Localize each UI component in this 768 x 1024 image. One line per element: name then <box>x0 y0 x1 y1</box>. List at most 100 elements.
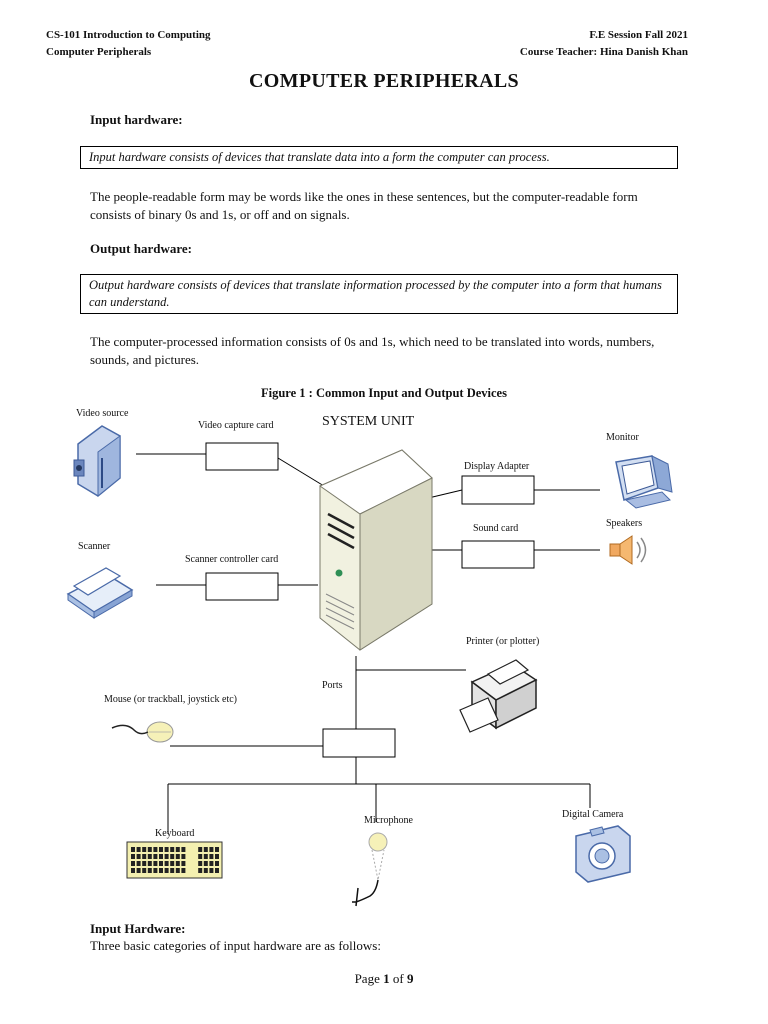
keyboard-key <box>215 868 219 873</box>
page-title: COMPUTER PERIPHERALS <box>249 70 519 92</box>
keyboard-key <box>203 854 208 859</box>
label-monitor: Monitor <box>606 432 639 443</box>
keyboard-key <box>175 861 180 866</box>
keyboard-key <box>181 861 186 866</box>
output-paragraph: The computer-processed information consi… <box>90 334 655 367</box>
scanner-controller-card-box <box>205 572 279 601</box>
footer-page-current: 1 <box>383 971 390 986</box>
keyboard-key <box>147 861 152 866</box>
keyboard-key <box>215 861 219 866</box>
peripherals-diagram: SYSTEM UNIT Video source Video capture c… <box>66 408 673 907</box>
system-unit-icon <box>318 449 433 651</box>
scanner-icon <box>66 567 134 619</box>
label-display-adapter: Display Adapter <box>464 461 530 472</box>
printer-icon <box>459 659 538 733</box>
label-ports: Ports <box>322 680 343 691</box>
output-definition-box: Output hardware consists of devices that… <box>80 274 678 314</box>
input-definition-box: Input hardware consists of devices that … <box>80 146 678 169</box>
keyboard-key <box>147 847 152 852</box>
footer-page-total: 9 <box>406 971 414 986</box>
label-scanner: Scanner <box>78 541 111 552</box>
keyboard-key <box>203 847 208 852</box>
keyboard-key <box>164 868 169 873</box>
keyboard-key <box>181 847 186 852</box>
ports-box <box>322 728 396 758</box>
monitor-icon <box>615 455 673 509</box>
keyboard-key <box>131 861 135 866</box>
keyboard-key <box>164 861 169 866</box>
keyboard-key <box>136 847 141 852</box>
keyboard-key <box>181 854 186 859</box>
page-footer: Page 1 of 9 <box>0 971 768 987</box>
keyboard-key <box>175 854 180 859</box>
label-scanner-controller-card: Scanner controller card <box>185 554 278 565</box>
mouse-icon <box>111 721 174 743</box>
microphone-icon <box>352 832 388 907</box>
keyboard-key <box>153 847 158 852</box>
label-sound-card: Sound card <box>473 523 518 534</box>
sound-card-box <box>461 540 535 569</box>
connector-video-card-unit <box>277 457 325 487</box>
video-capture-card-box <box>205 442 279 471</box>
video-camera-icon <box>73 425 121 498</box>
keyboard-key <box>170 868 175 873</box>
keyboard-key <box>164 854 169 859</box>
header-course: CS-101 Introduction to Computing <box>46 29 211 41</box>
keyboard-key <box>209 861 214 866</box>
keyboard-key <box>181 868 186 873</box>
keyboard-key <box>215 847 219 852</box>
keyboard-key <box>136 868 141 873</box>
input-paragraph: The people-readable form may be words li… <box>90 189 638 222</box>
figure-caption: Figure 1 : Common Input and Output Devic… <box>261 386 507 400</box>
output-hardware-heading: Output hardware: <box>90 241 192 256</box>
label-keyboard: Keyboard <box>155 828 194 839</box>
keyboard-key <box>153 868 158 873</box>
keyboard-key <box>170 847 175 852</box>
digital-camera-icon <box>575 825 631 883</box>
keyboard-key <box>136 861 141 866</box>
keyboard-key <box>164 847 169 852</box>
label-video-capture-card: Video capture card <box>198 420 273 431</box>
label-speakers: Speakers <box>606 518 642 529</box>
label-video-source: Video source <box>76 408 129 419</box>
label-mouse: Mouse (or trackball, joystick etc) <box>104 694 237 705</box>
keyboard-key <box>203 868 208 873</box>
keyboard-key <box>142 868 147 873</box>
keyboard-key <box>153 854 158 859</box>
label-digital-camera: Digital Camera <box>562 809 624 820</box>
input-hardware-text: Three basic categories of input hardware… <box>90 938 381 953</box>
keyboard-key <box>198 868 203 873</box>
keyboard-key <box>142 854 147 859</box>
header-session: F.E Session Fall 2021 <box>589 29 688 41</box>
keyboard-key <box>209 847 214 852</box>
keyboard-key <box>175 868 180 873</box>
speaker-icon <box>609 535 647 565</box>
keyboard-key <box>147 854 152 859</box>
keyboard-key <box>209 868 214 873</box>
label-printer: Printer (or plotter) <box>466 636 539 647</box>
keyboard-icon <box>126 841 223 879</box>
header-topic: Computer Peripherals <box>46 46 152 58</box>
keyboard-key <box>153 861 158 866</box>
keyboard-key <box>142 847 147 852</box>
keyboard-key <box>215 854 219 859</box>
keyboard-key <box>136 854 141 859</box>
keyboard-key <box>209 854 214 859</box>
input-hardware-heading-2: Input Hardware: <box>90 921 186 936</box>
label-system-unit: SYSTEM UNIT <box>322 414 415 429</box>
keyboard-key <box>142 861 147 866</box>
header-teacher: Course Teacher: Hina Danish Khan <box>519 46 688 58</box>
keyboard-key <box>170 854 175 859</box>
keyboard-key <box>159 861 163 866</box>
keyboard-key <box>203 861 208 866</box>
keyboard-key <box>131 847 135 852</box>
keyboard-key <box>159 854 163 859</box>
keyboard-key <box>159 868 163 873</box>
footer-of-word: of <box>392 971 404 986</box>
keyboard-key <box>170 861 175 866</box>
keyboard-key <box>147 868 152 873</box>
keyboard-key <box>198 847 203 852</box>
keyboard-key <box>131 868 135 873</box>
label-microphone: Microphone <box>364 815 413 826</box>
footer-page-word: Page <box>354 971 380 986</box>
